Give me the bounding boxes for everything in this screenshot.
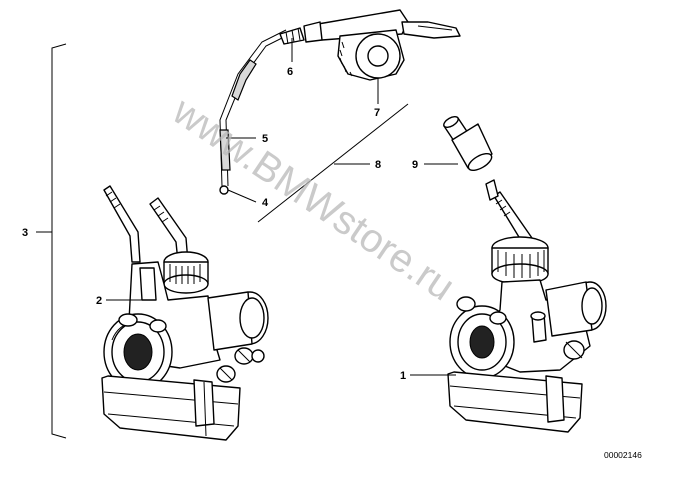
callout-7: 7 <box>374 107 380 119</box>
callout-3: 3 <box>22 227 28 239</box>
right-carburetor <box>447 191 607 433</box>
left-carburetor <box>101 185 269 441</box>
throttle-cable <box>219 27 305 195</box>
callout-1: 1 <box>400 370 406 382</box>
callout-4: 4 <box>262 197 269 209</box>
callout-6: 6 <box>287 66 293 78</box>
callout-2: 2 <box>96 295 102 307</box>
watermark-text: www.BMWstore.ru <box>164 88 462 309</box>
callout-9: 9 <box>412 159 418 171</box>
rubber-sleeve <box>443 116 499 201</box>
throttle-grip <box>303 9 461 81</box>
leader-lines <box>36 38 458 439</box>
callout-8: 8 <box>375 159 381 171</box>
drawing-number: 00002146 <box>604 450 642 460</box>
callout-5: 5 <box>262 133 268 145</box>
